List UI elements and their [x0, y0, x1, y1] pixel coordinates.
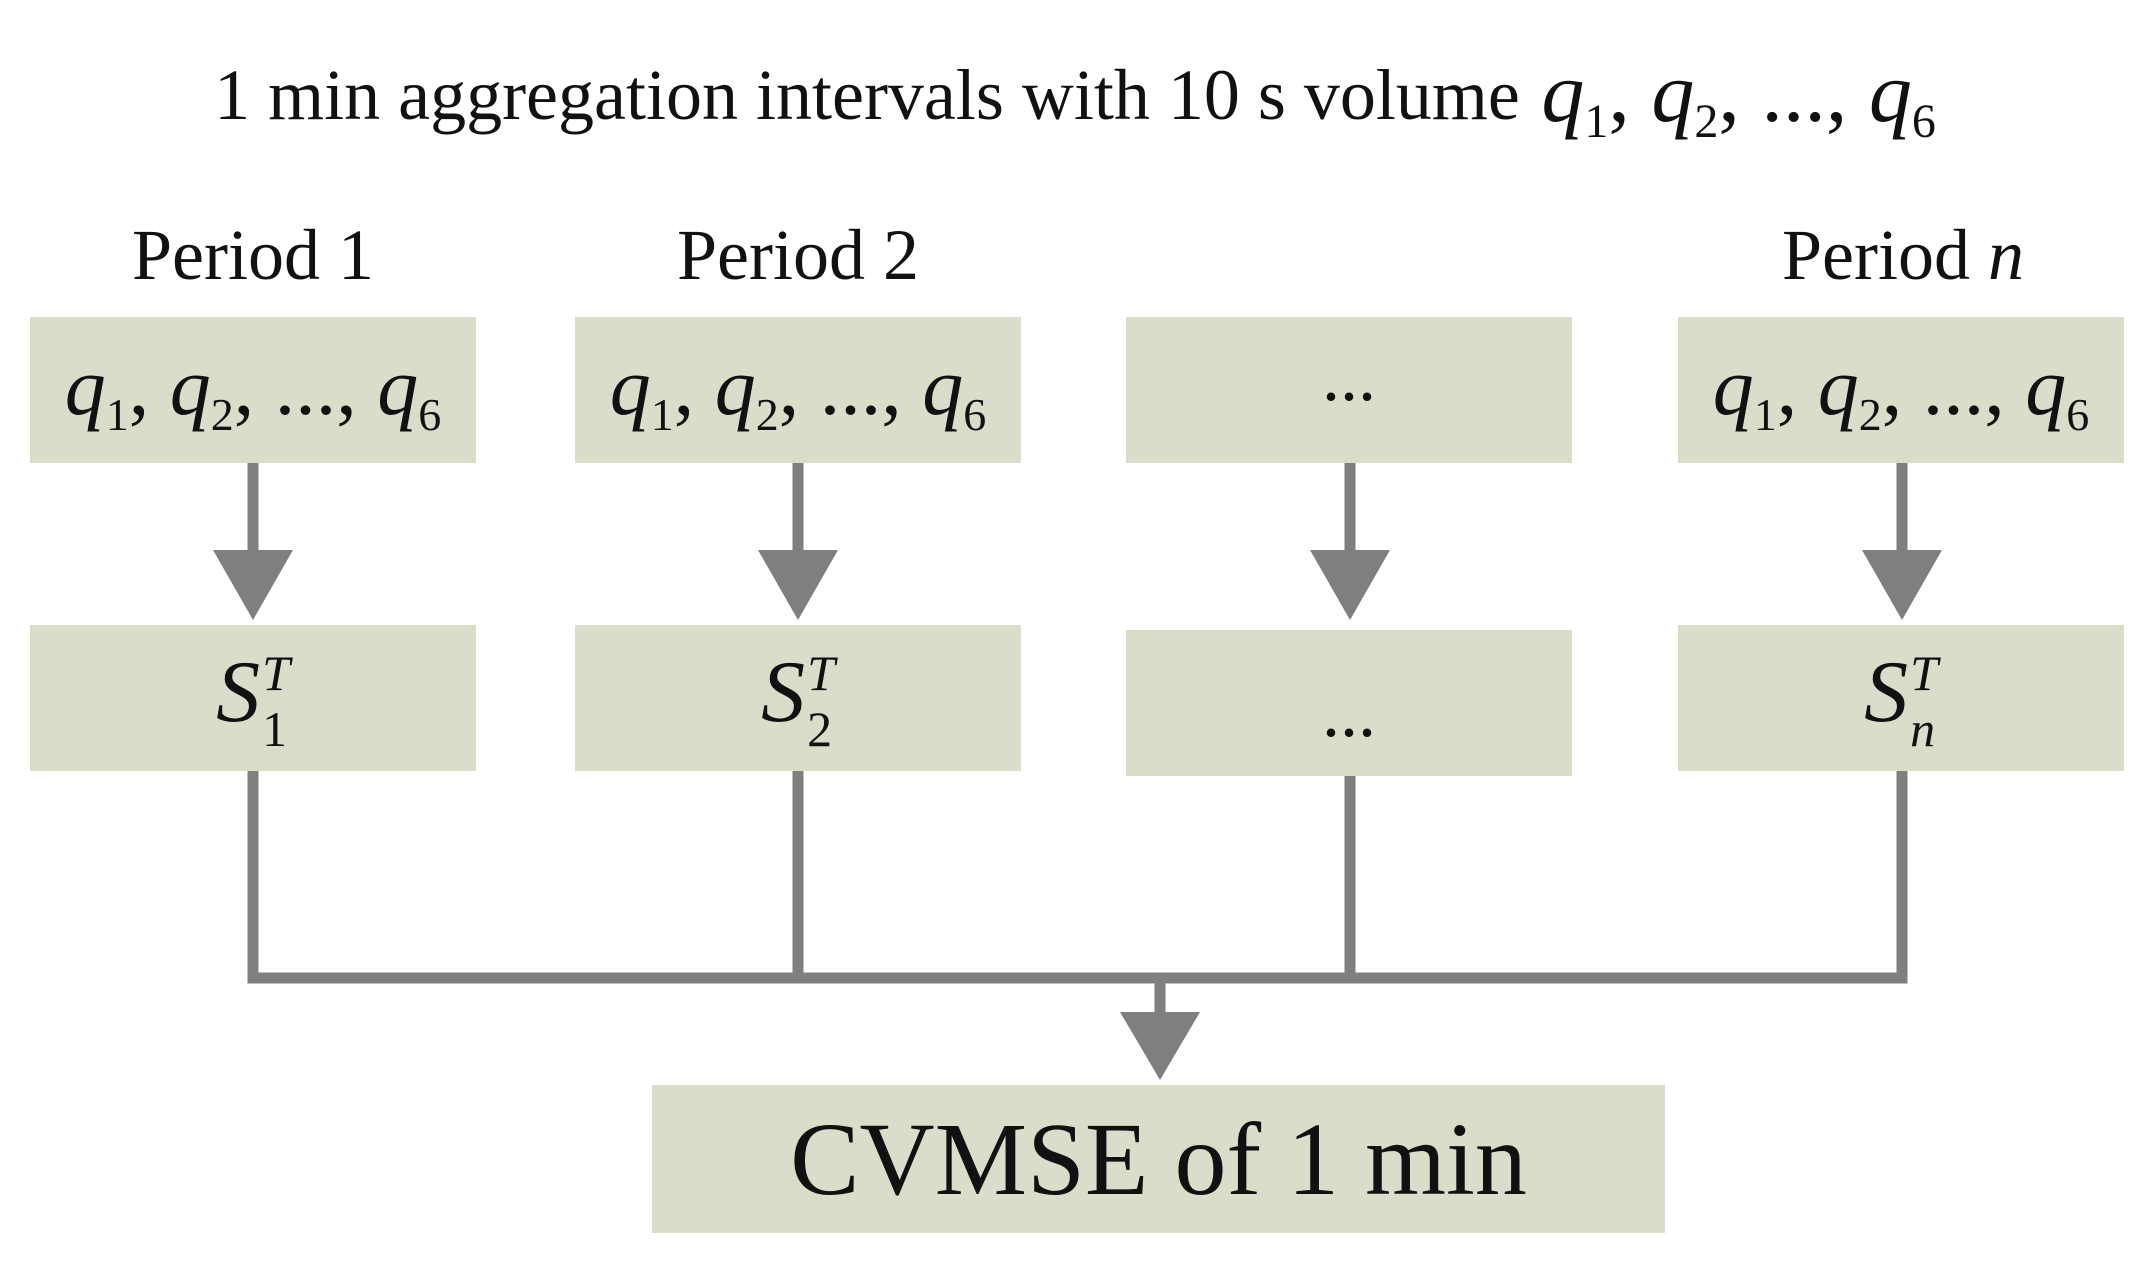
period-label-1: Period 1	[132, 214, 374, 295]
title-formula: q1, q2, ..., q6	[1541, 43, 1936, 148]
arrow-head-3	[1310, 550, 1390, 620]
arrow-head-2	[758, 550, 838, 620]
output-ellipsis: ...	[1322, 672, 1376, 752]
arrow-head-4	[1862, 550, 1942, 620]
input-box-n: q1, q2, ..., q6	[1678, 317, 2124, 463]
result-text: CVMSE of 1 min	[790, 1101, 1527, 1217]
final-arrow-head	[1120, 1012, 1200, 1080]
title-text: 1 min aggregation intervals with 10 s vo…	[214, 54, 1520, 135]
input-box-2: q1, q2, ..., q6	[575, 317, 1021, 463]
diagram-title: 1 min aggregation intervals with 10 s vo…	[0, 30, 2150, 160]
input-box-1: q1, q2, ..., q6	[30, 317, 476, 463]
input-formula-1: q1, q2, ..., q6	[64, 340, 442, 440]
input-formula-n: q1, q2, ..., q6	[1712, 340, 2090, 440]
period-label-n: Period n	[1782, 214, 2024, 295]
period-label-2: Period 2	[677, 214, 919, 295]
result-box: CVMSE of 1 min	[652, 1085, 1665, 1233]
input-ellipsis: ...	[1322, 336, 1376, 416]
input-box-ellipsis: ...	[1126, 317, 1572, 463]
arrow-head-1	[213, 550, 293, 620]
input-formula-2: q1, q2, ..., q6	[609, 340, 987, 440]
output-box-ellipsis: ...	[1126, 630, 1572, 776]
